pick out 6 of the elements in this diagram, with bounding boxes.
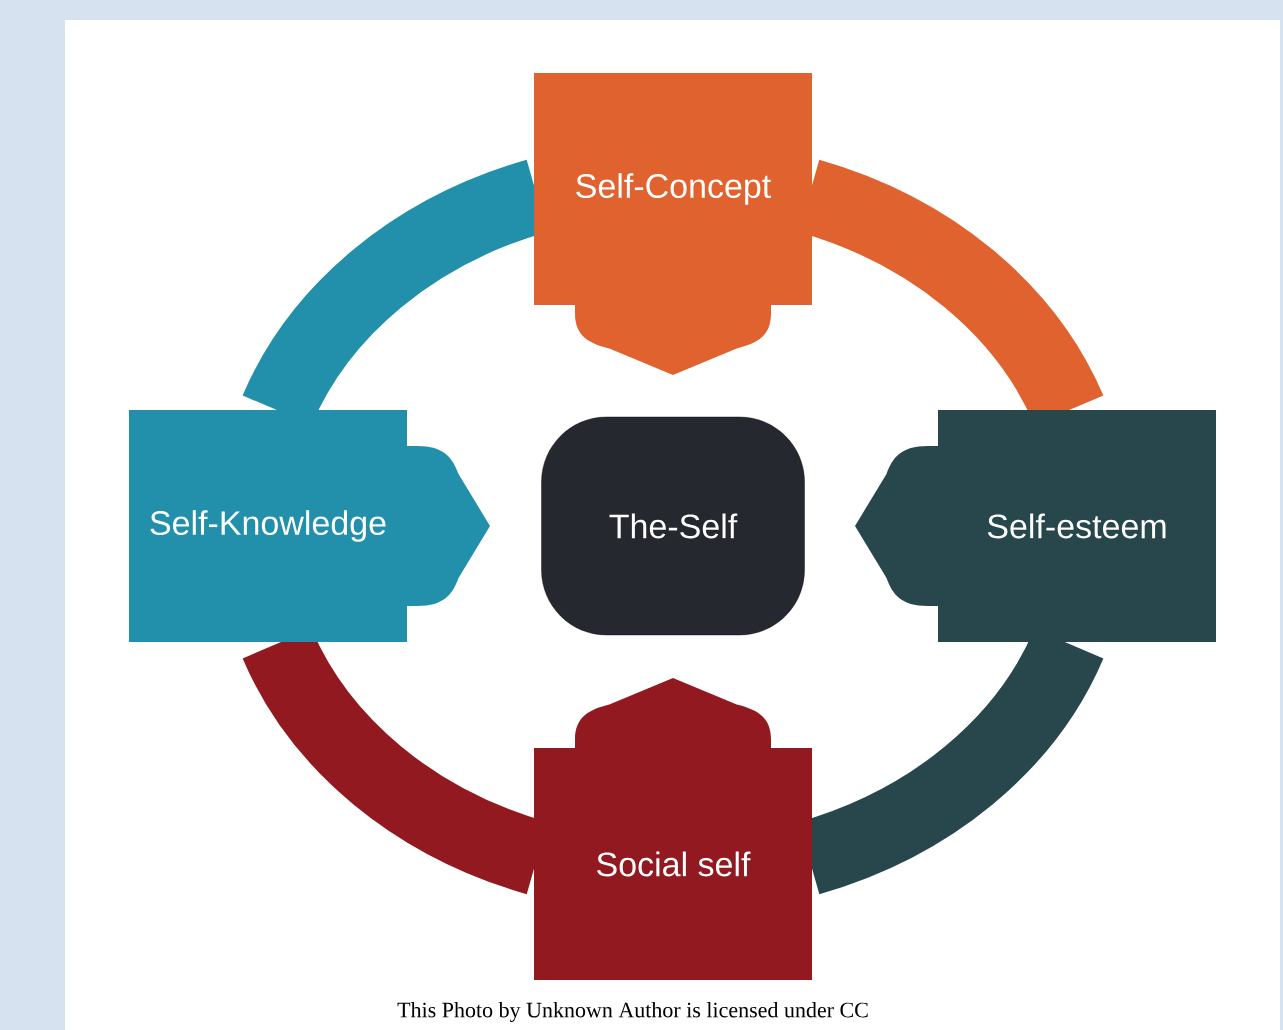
caption: This Photo by Unknown Author is licensed under CC: [397, 1002, 868, 1022]
center-box: The-Self: [541, 416, 805, 636]
arrow-box: Social self: [534, 678, 812, 980]
arrow-box: Self-esteem: [855, 410, 1216, 642]
arrow-box: Self-Concept: [534, 73, 812, 375]
arrow-box: Self-Knowledge: [129, 410, 490, 642]
